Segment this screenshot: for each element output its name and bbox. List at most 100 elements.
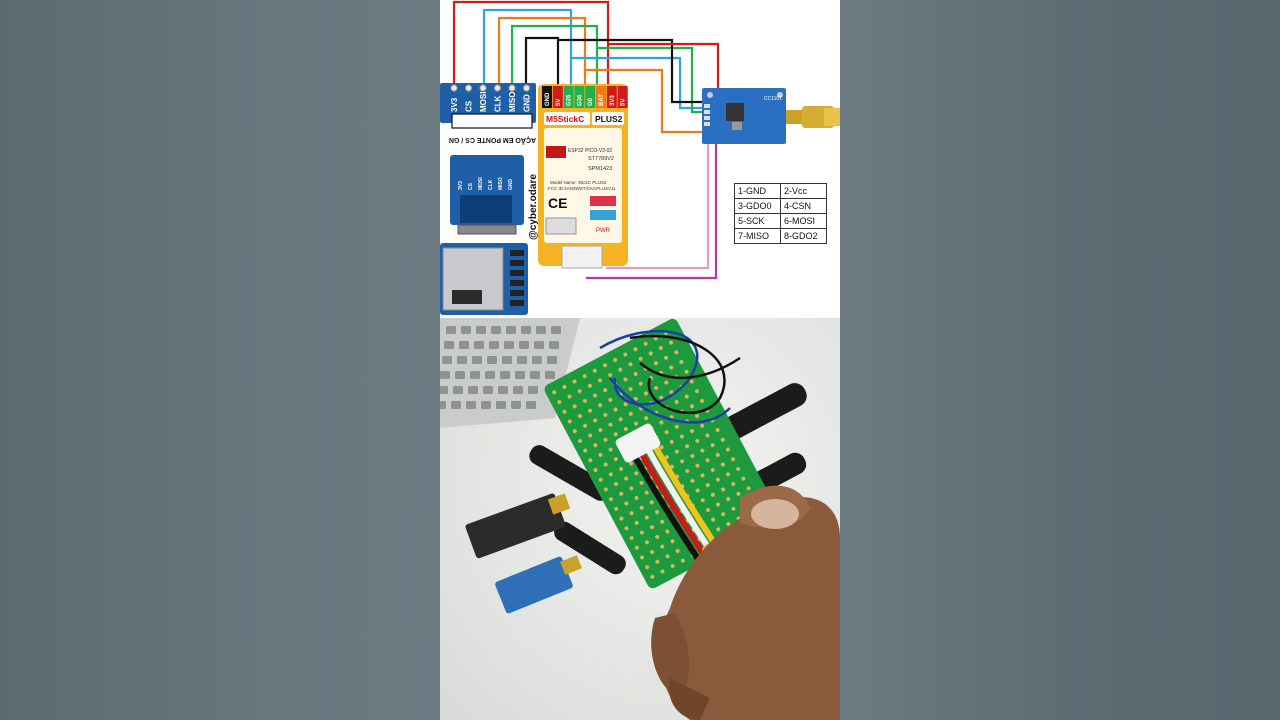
perfboard-hole <box>640 555 645 560</box>
perfboard-hole <box>731 506 736 511</box>
sd-pin-label: 3V3 <box>450 97 459 112</box>
sd-pin-hole <box>522 84 531 92</box>
perfboard-hole <box>572 404 577 409</box>
perfboard-hole <box>660 544 665 549</box>
pinout-row: 7-MISO 8-GDO2 <box>734 228 827 244</box>
perfboard-hole <box>664 355 669 360</box>
perfboard-hole <box>624 501 629 506</box>
perfboard-hole <box>694 389 699 394</box>
keyboard-key <box>472 356 482 364</box>
perfboard-hole <box>638 356 643 361</box>
perfboard-hole <box>643 341 648 346</box>
keyboard-key <box>440 386 448 394</box>
keyboard-key <box>481 401 491 409</box>
perfboard-hole <box>655 534 660 539</box>
perfboard-hole <box>736 491 741 496</box>
perfboard-hole <box>614 506 619 511</box>
keyboard-key <box>442 356 452 364</box>
perfboard-hole <box>619 516 624 521</box>
perfboard-hole <box>705 483 710 488</box>
perfboard-hole <box>609 497 614 502</box>
pinout-cell: 5-SCK <box>734 213 781 229</box>
pinout-cell: 6-MOSI <box>780 213 827 229</box>
black-rf-module <box>465 493 566 559</box>
perfboard-hole <box>639 505 644 510</box>
perfboard-hole <box>608 447 613 452</box>
perfboard-hole <box>562 409 567 414</box>
hardware-photo-svg <box>440 318 840 720</box>
sd-pin-hole <box>450 84 458 92</box>
wire-black-gnd-cc <box>558 38 702 104</box>
keyboard-key <box>506 326 516 334</box>
perfboard-hole <box>705 507 710 512</box>
perfboard-hole <box>689 379 694 384</box>
sd-pin-label: CLK <box>494 95 503 112</box>
perfboard-hole <box>593 443 598 448</box>
perfboard-hole <box>715 428 720 433</box>
perfboard-hole <box>684 369 689 374</box>
keyboard-key <box>446 326 456 334</box>
perfboard-hole <box>582 374 587 379</box>
perfboard-hole <box>690 478 695 483</box>
perfboard-hole <box>650 574 655 579</box>
perfboard-hole <box>710 443 715 448</box>
m5-pin-label: 5V <box>621 99 627 106</box>
perfboard-hole <box>716 527 721 532</box>
perfboard-hole <box>613 432 618 437</box>
perfboard-hole <box>665 554 670 559</box>
keyboard-key <box>451 401 461 409</box>
m5-pin-label: G0 <box>588 97 594 106</box>
perfboard-hole <box>726 521 731 526</box>
perfboard-hole <box>619 466 624 471</box>
perfboard-hole <box>654 385 659 390</box>
perfboard-hole <box>613 407 618 412</box>
keyboard-key <box>455 371 465 379</box>
m5-pin-block <box>552 86 563 108</box>
perfboard-hole <box>619 491 624 496</box>
keyboard-key <box>551 326 561 334</box>
small-pin-label: 3V3 <box>458 181 464 190</box>
perfboard-hole <box>700 448 705 453</box>
perfboard-hole <box>588 433 593 438</box>
pinout-cell: 7-MISO <box>734 228 781 244</box>
sd-pin-hole <box>508 84 516 92</box>
perfboard-hole <box>715 452 720 457</box>
keyboard-key <box>461 326 471 334</box>
perfboard-hole <box>623 427 628 432</box>
perfboard-hole <box>721 487 726 492</box>
keyboard-key <box>474 341 484 349</box>
perfboard-hole <box>695 438 700 443</box>
perfboard-hole <box>593 468 598 473</box>
perfboard-hole <box>643 391 648 396</box>
m5-pin-label: G36 <box>577 94 583 106</box>
ce-mark: CE <box>548 195 567 211</box>
perfboard-hole <box>644 490 649 495</box>
perfboard-hole <box>634 471 639 476</box>
perfboard-hole <box>649 500 654 505</box>
watermark: @cyber.odare <box>528 174 539 240</box>
m5-brand: M5StickC <box>546 114 584 124</box>
pinout-cell: 8-GDO2 <box>780 228 827 244</box>
perfboard-hole <box>660 519 665 524</box>
sd-pin-hole <box>493 84 502 92</box>
perfboard-hole <box>669 390 674 395</box>
perfboard-hole <box>603 388 608 393</box>
perfboard-hole <box>720 437 725 442</box>
perfboard-hole <box>655 559 660 564</box>
small-pin-label: CLK <box>488 179 494 190</box>
wires <box>452 0 720 280</box>
perfboard-hole <box>633 396 638 401</box>
perfboard-hole <box>629 461 634 466</box>
perfboard-hole <box>608 472 613 477</box>
perfboard-hole <box>659 445 664 450</box>
keyboard-key <box>453 386 463 394</box>
perfboard-hole <box>623 402 628 407</box>
perfboard-hole <box>639 530 644 535</box>
perfboard-hole <box>634 545 639 550</box>
perfboard-hole <box>670 564 675 569</box>
small-pin-label: CS <box>468 182 474 190</box>
perfboard-hole <box>588 408 593 413</box>
m5-pin-label: 3V3 <box>610 95 616 106</box>
